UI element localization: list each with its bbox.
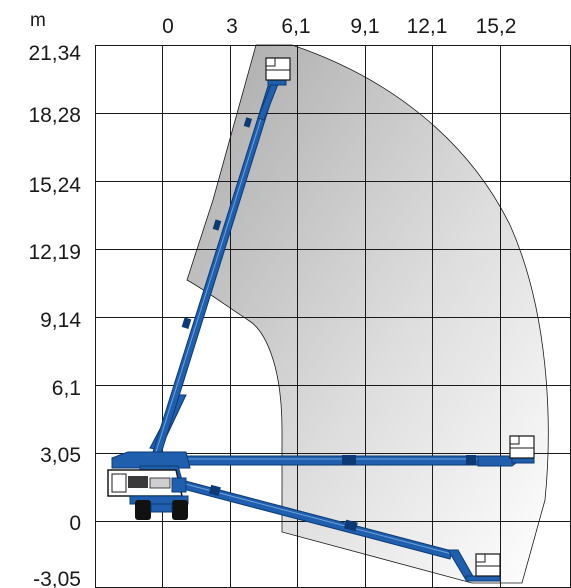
y-tick-label: 3,05 xyxy=(40,444,81,467)
x-tick-label: 6,1 xyxy=(281,15,310,38)
machine-chassis xyxy=(107,451,191,520)
x-tick-label: 0 xyxy=(162,15,174,38)
x-tick-label: 12,1 xyxy=(407,15,448,38)
y-tick-label: 15,24 xyxy=(28,174,81,197)
y-tick-labels: 21,34 18,28 15,24 12,19 9,14 6,1 3,05 0 … xyxy=(28,42,81,588)
unit-label: m xyxy=(30,10,46,31)
x-tick-label: 15,2 xyxy=(476,15,517,38)
y-tick-label: 9,14 xyxy=(40,309,81,332)
y-tick-label: 12,19 xyxy=(28,241,81,264)
y-tick-label: 0 xyxy=(69,512,81,535)
y-tick-label: 6,1 xyxy=(52,377,81,400)
boom-vertical-position xyxy=(149,57,291,458)
y-tick-label: -3,05 xyxy=(33,568,81,588)
x-tick-label: 3 xyxy=(226,15,238,38)
y-tick-label: 21,34 xyxy=(28,42,81,65)
y-tick-label: 18,28 xyxy=(28,104,81,127)
x-tick-label: 9,1 xyxy=(350,15,379,38)
boom-below-grade-position xyxy=(167,476,501,582)
x-tick-labels: 0 3 6,1 9,1 12,1 15,2 xyxy=(162,15,516,38)
